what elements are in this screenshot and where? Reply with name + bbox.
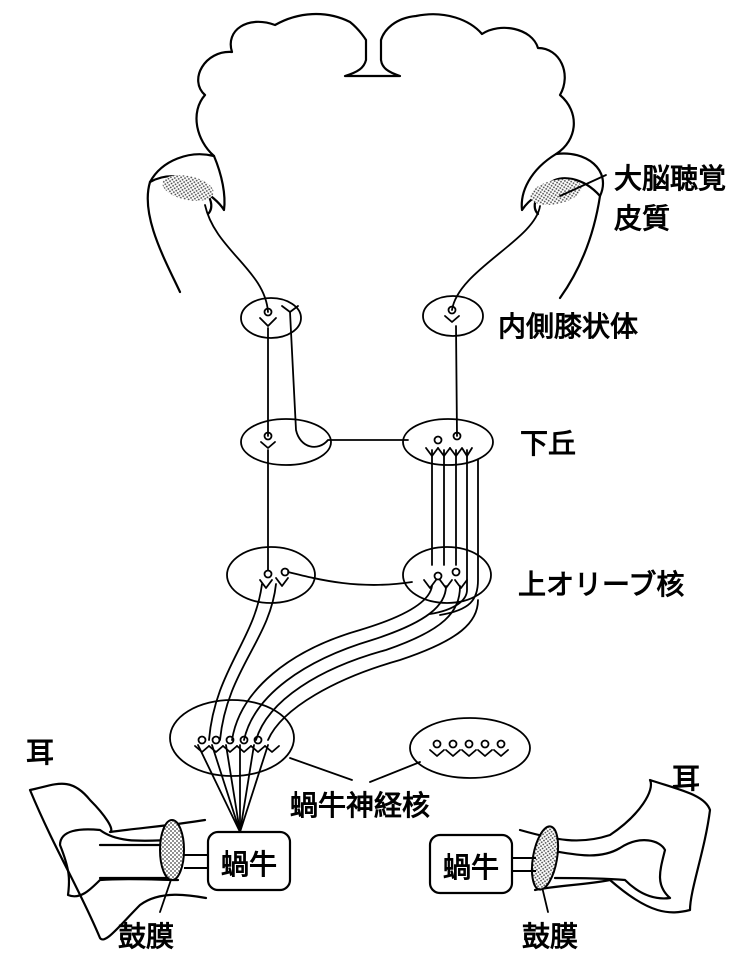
right-eardrum	[530, 825, 560, 891]
right-ascending-fiber-4	[439, 459, 479, 616]
right-cn-to-soc-fiber-2	[243, 585, 447, 741]
right-eardrum-label: 鼓膜	[522, 920, 578, 953]
right-cn-neurons	[429, 739, 509, 757]
left-ear-canal	[98, 843, 168, 880]
left-superior-olive-ellipse	[226, 546, 316, 604]
cochlear-nerve-fiber-6	[239, 744, 269, 833]
cochlear-nerve-fiber-1	[197, 744, 241, 833]
right-ic-input-fiber	[429, 449, 468, 615]
right-ossicle-link	[512, 857, 536, 872]
cortex-leader-line	[559, 174, 607, 197]
soc-crossing-fiber	[287, 571, 413, 586]
auditory-cortex-label-line1: 大脳聴覚	[614, 162, 726, 195]
left-cochlea-label: 蝸牛	[221, 848, 277, 881]
medial-geniculate-label: 内側膝状体	[498, 310, 639, 343]
right-cochlea-box	[428, 833, 514, 895]
auditory-cortex-label-line2: 皮質	[614, 202, 670, 235]
right-ic-neurons	[425, 431, 473, 457]
right-cochlear-nucleus-ellipse	[409, 717, 531, 779]
inferior-colliculus-label: 下丘	[520, 427, 576, 460]
right-cn-to-soc-fiber-4	[267, 599, 479, 741]
cn-leader-line-left	[289, 757, 353, 781]
left-thalamocortical-fiber	[204, 204, 269, 313]
right-thalamocortical-fiber	[451, 205, 541, 311]
left-eardrum-label: 鼓膜	[118, 920, 174, 953]
left-medial-geniculate-ellipse	[240, 297, 302, 339]
right-ic-to-mgb-fiber	[455, 325, 458, 437]
right-superior-olive-ellipse	[402, 546, 492, 604]
cochlear-nerve-fiber-5	[239, 744, 255, 833]
left-eardrum	[159, 819, 185, 881]
left-ic-neurons	[260, 431, 276, 449]
right-soc-neurons	[423, 567, 468, 589]
cn-leader-line-right	[369, 761, 421, 783]
right-cochlea-label: 蝸牛	[443, 851, 499, 884]
right-mgb-neurons	[444, 305, 460, 323]
left-ear-label: 耳	[26, 736, 54, 769]
cochlear-nucleus-label: 蝸牛神経核	[290, 789, 430, 822]
left-ear-outline	[28, 782, 208, 941]
left-soc-neurons	[259, 567, 290, 589]
left-inferior-colliculus-ellipse	[240, 418, 332, 466]
left-cochlear-nucleus-ellipse	[169, 699, 295, 777]
right-medial-geniculate-ellipse	[422, 295, 484, 337]
left-cn-neurons	[194, 735, 280, 753]
left-mgb-neurons	[259, 305, 299, 327]
right-cn-to-soc-fiber-1	[231, 585, 433, 741]
right-auditory-cortex	[530, 179, 582, 205]
right-inferior-colliculus-ellipse	[402, 418, 494, 466]
left-ear-inner-outline	[58, 828, 180, 898]
superior-olive-label: 上オリーブ核	[518, 568, 684, 601]
right-ear-label: 耳	[672, 762, 700, 795]
left-cn-to-soc-fiber-1	[208, 583, 263, 741]
left-ic-to-mgb-fiber-b	[289, 311, 409, 448]
left-auditory-cortex	[162, 175, 214, 201]
cochlear-nerve-fiber-3	[225, 744, 241, 833]
right-ear-inner-outline	[546, 839, 672, 900]
left-ossicle-link	[184, 854, 208, 869]
left-cn-to-soc-fiber-2	[219, 583, 277, 741]
right-cn-to-soc-fiber-3	[255, 585, 461, 741]
cerebrum-outline	[146, 13, 605, 300]
left-cochlea-box	[206, 830, 292, 892]
cochlear-nerve-fiber-2	[211, 744, 241, 833]
